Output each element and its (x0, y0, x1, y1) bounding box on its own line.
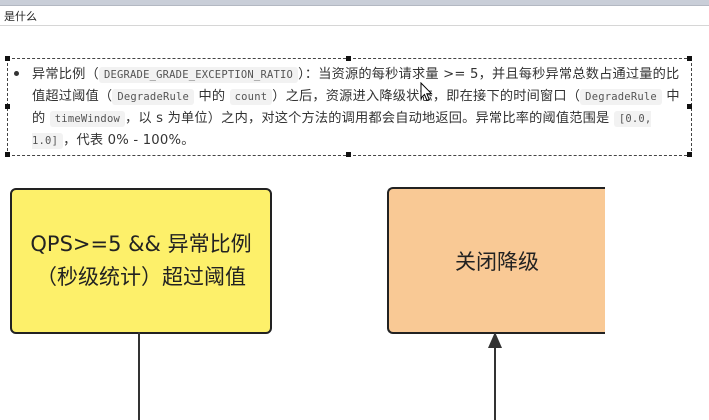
resize-handle-bottom-right[interactable] (687, 152, 692, 157)
text-segment: ）：当资源的每秒请求量 >= 5，并且每秒异常总数占通过量的比值超过阈值（ (32, 67, 680, 104)
bullet-dot-icon (14, 71, 19, 76)
document-title: 是什么 (4, 10, 37, 23)
text-segment: 中的 (194, 89, 230, 104)
resize-handle-top-left[interactable] (5, 56, 10, 61)
bullet-list: 异常比例（DEGRADE_GRADE_EXCEPTION_RATIO）：当资源的… (10, 64, 690, 152)
window-top-bar (0, 0, 709, 6)
resize-handle-top-right[interactable] (687, 56, 692, 61)
title-divider (0, 25, 709, 26)
text-segment: 中的 (32, 89, 680, 126)
arrow-up-icon (488, 332, 502, 348)
state-box-label: 关闭降级 (455, 249, 539, 274)
inline-code: DegradeRule (580, 89, 662, 105)
connector-line-right (494, 348, 496, 420)
mouse-pointer-icon (420, 82, 433, 102)
inline-code: DegradeRule (112, 89, 195, 105)
resize-handle-top-center[interactable] (346, 56, 351, 61)
condition-box-label: QPS>=5 && 异常比例（秒级统计）超过阈值 (30, 232, 252, 289)
text-segment: 异常比例（ (32, 67, 99, 82)
text-segment: ，以 s 为单位）之内，对这个方法的调用都会自动地返回。异常比率的阈值范围是 (125, 111, 614, 126)
resize-handle-bottom-left[interactable] (5, 152, 10, 157)
resize-handle-bottom-center[interactable] (346, 152, 351, 157)
condition-box[interactable]: QPS>=5 && 异常比例（秒级统计）超过阈值 (10, 188, 272, 334)
resize-handle-middle-left[interactable] (5, 104, 10, 109)
text-segment: ，代表 0% - 100%。 (63, 133, 195, 148)
state-box-close-degrade[interactable]: 关闭降级 (387, 187, 605, 334)
resize-handle-middle-right[interactable] (687, 104, 692, 109)
bullet-paragraph[interactable]: 异常比例（DEGRADE_GRADE_EXCEPTION_RATIO）：当资源的… (32, 64, 690, 152)
inline-code: count (229, 89, 273, 105)
inline-code: DEGRADE_GRADE_EXCEPTION_RATIO (98, 67, 299, 83)
connector-line-left (138, 332, 140, 420)
inline-code: timeWindow (49, 111, 125, 127)
